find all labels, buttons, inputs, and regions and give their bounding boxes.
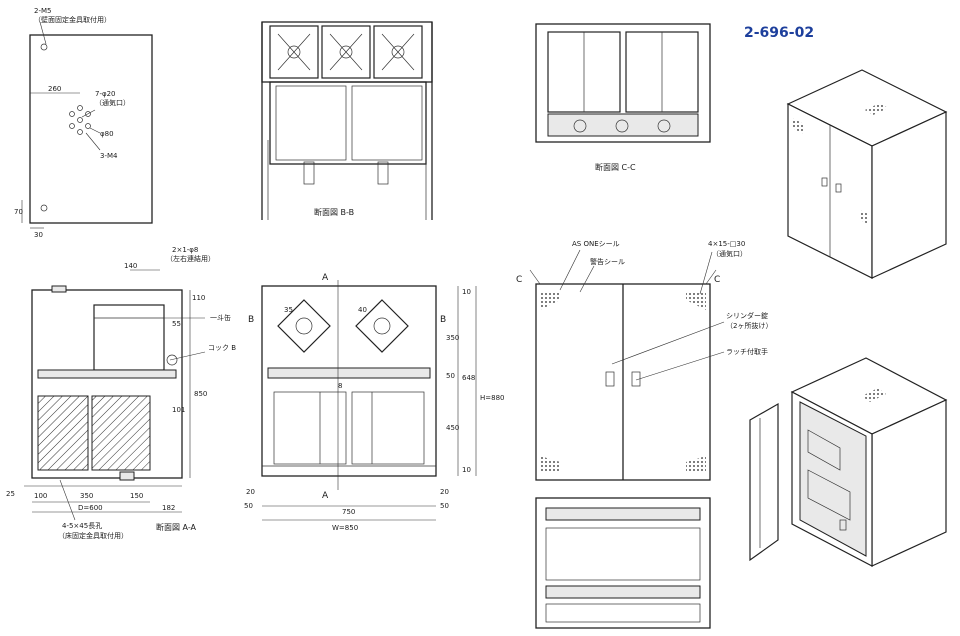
door-seal-as: AS ONEシール: [572, 240, 620, 248]
aa-dim-350: 350: [80, 492, 93, 500]
wall-dim-260: 260: [48, 85, 61, 93]
front-dim-width: W=850: [332, 524, 358, 532]
wall-m4-label: 3-M4: [100, 152, 118, 160]
wall-dim-30: 30: [34, 231, 43, 239]
aa-label-valve: コック B: [208, 344, 236, 352]
aa-slots-note: 4-5×45長孔: [62, 522, 102, 530]
wall-holes-note: （通気口）: [95, 98, 130, 107]
front-dim-750: 750: [342, 508, 355, 516]
front-dim-8: 8: [338, 382, 342, 390]
aa-dim-25: 25: [6, 490, 15, 498]
front-dim-35: 35: [284, 306, 293, 314]
aa-dim-140: 140: [124, 262, 137, 270]
door-marker-c-left: C: [516, 275, 522, 285]
front-marker-a-bottom: A: [322, 491, 329, 501]
aa-dim-182: 182: [162, 504, 175, 512]
iso-closed-cabinet: [786, 69, 948, 279]
front-marker-b-left: B: [248, 315, 254, 325]
wall-phi80-label: φ80: [100, 130, 114, 138]
front-dim-40: 40: [358, 306, 367, 314]
section-aa-view: 140 2×1-φ8 （左右連結用） 110 55 一斗缶 コック B 850 …: [6, 246, 236, 540]
front-dim-350: 350: [446, 334, 459, 342]
wall-m5-note: （壁面固定金具取付用）: [34, 15, 111, 24]
door-cylinder-label: シリンダー錠: [726, 311, 768, 320]
aa-dim-100: 100: [34, 492, 47, 500]
iso-open-cabinet: [749, 357, 948, 567]
wall-holes-label: 7-φ20: [95, 90, 116, 98]
front-outline: [261, 285, 437, 477]
aa-hatched-left: [37, 395, 89, 471]
front-marker-b-right: B: [440, 315, 446, 325]
door-vent-note: （通気口）: [712, 249, 747, 258]
front-dim-height: H=880: [480, 394, 505, 402]
aa-can: [93, 304, 165, 371]
front-dim-10-top: 10: [462, 288, 471, 296]
door-latch-label: ラッチ付取手: [726, 347, 768, 356]
front-dim-10-bottom: 10: [462, 466, 471, 474]
cc-caption: 断面図 C-C: [595, 162, 636, 172]
section-bb-view: 断面図 B-B: [261, 21, 433, 220]
aa-dim-depth: D=600: [78, 504, 103, 512]
door-front-view: C C AS ONEシール 警告シール 4×15-□30 （通気口） シリンダー…: [516, 240, 772, 481]
front-marker-a-top: A: [322, 273, 329, 283]
aa-hatched-right: [91, 395, 151, 471]
front-dim-450: 450: [446, 424, 459, 432]
front-section-view: A A B B 35 40 8 350 50 450 648 H=880 20 …: [244, 273, 505, 532]
door-marker-c-right: C: [714, 275, 720, 285]
aa-holes-label: 2×1-φ8: [172, 246, 198, 254]
aa-outline: [31, 289, 183, 479]
aa-dim-850: 850: [194, 390, 207, 398]
front-dim-648: 648: [462, 374, 475, 382]
front-dim-20-left: 20: [246, 488, 255, 496]
aa-caption: 断面図 A-A: [156, 522, 197, 532]
aa-dim-150: 150: [130, 492, 143, 500]
front-dim-50: 50: [446, 372, 455, 380]
bb-caption: 断面図 B-B: [314, 207, 354, 217]
door-seal-warning: 警告シール: [590, 257, 625, 266]
wall-panel-view: 2-M5 （壁面固定金具取付用） 260 7-φ20 （通気口） φ80 3-M…: [14, 7, 153, 239]
wall-panel-outline: [29, 34, 153, 224]
bb-lower-bins: [269, 81, 427, 165]
product-code: 2-696-02: [744, 25, 814, 41]
section-cc-view: 断面図 C-C: [535, 23, 711, 172]
front-dim-50-right: 50: [440, 502, 449, 510]
door-vent-label: 4×15-□30: [708, 240, 745, 248]
iso-open-door: [749, 402, 779, 562]
m5-hole-top: [40, 43, 48, 51]
aa-dim-55: 55: [172, 320, 181, 328]
front-dim-20-right: 20: [440, 488, 449, 496]
top-plan-view: [535, 497, 711, 629]
aa-dim-101: 101: [172, 406, 185, 414]
cc-outline: [535, 23, 711, 143]
aa-valve: [166, 354, 178, 366]
aa-holes-note: （左右連結用）: [166, 254, 215, 263]
m5-hole-bottom: [40, 204, 48, 212]
front-dim-50-left: 50: [244, 502, 253, 510]
aa-slots-sub: （床固定金具取付用）: [58, 531, 128, 540]
wall-m5-label: 2-M5: [34, 7, 51, 15]
top-plan-outline: [535, 497, 711, 629]
door-cylinder-note: （2ヶ所抜け）: [726, 321, 772, 330]
wall-dim-70: 70: [14, 208, 23, 216]
aa-label-can: 一斗缶: [210, 313, 231, 322]
aa-dim-110: 110: [192, 294, 205, 302]
